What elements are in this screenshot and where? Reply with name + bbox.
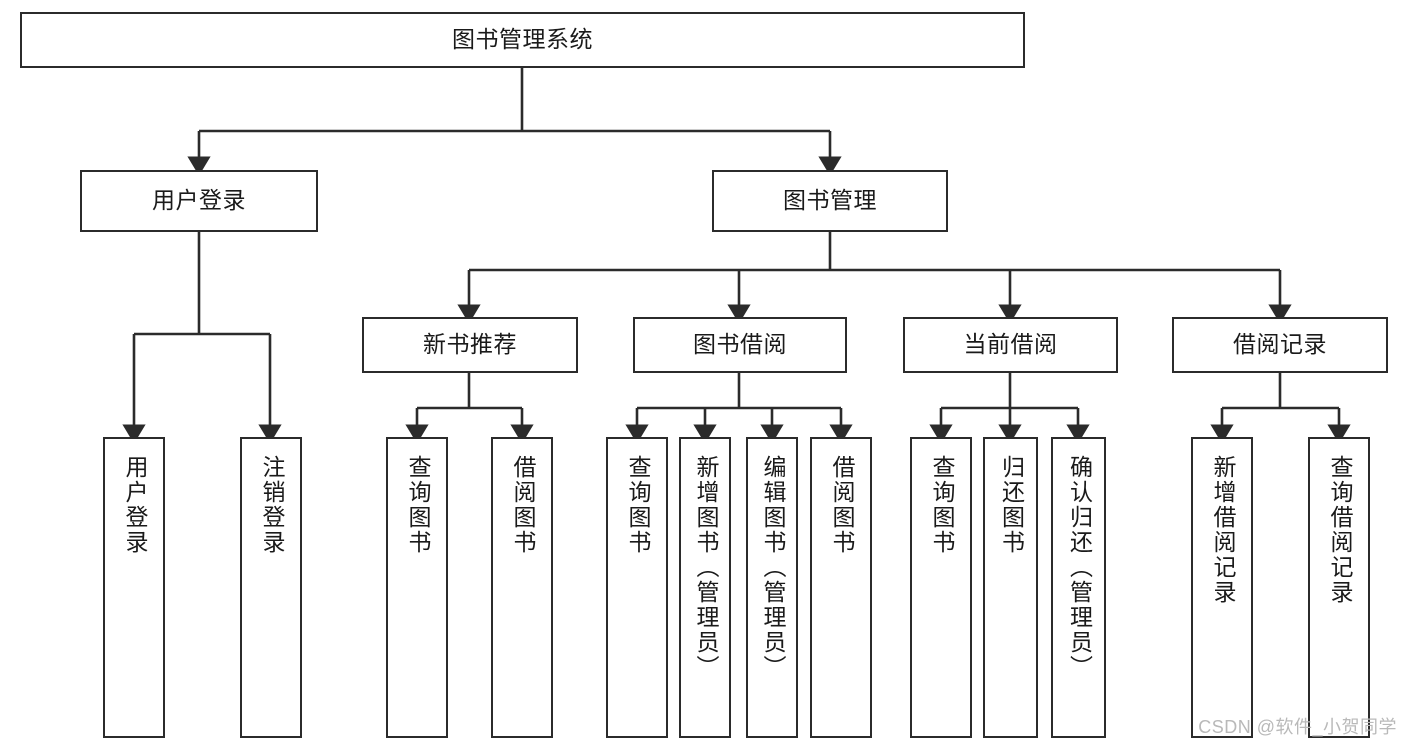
node-user-login[interactable]: 用户登录 [80, 170, 318, 232]
leaf-borrow-book-recommend-label: 借阅图书 [509, 455, 536, 555]
node-user-login-label: 用户登录 [152, 187, 246, 214]
leaf-query-book-recommend[interactable]: 查询图书 [386, 437, 448, 738]
leaf-user-login[interactable]: 用户登录 [103, 437, 165, 738]
leaf-confirm-return-admin[interactable]: 确认归还（管理员） [1051, 437, 1106, 738]
node-root-label: 图书管理系统 [452, 26, 593, 53]
node-book-management-label: 图书管理 [783, 187, 877, 214]
leaf-user-logout[interactable]: 注销登录 [240, 437, 302, 738]
leaf-add-borrow-record[interactable]: 新增借阅记录 [1191, 437, 1253, 738]
leaf-query-book-recommend-label: 查询图书 [404, 455, 431, 555]
leaf-user-login-label: 用户登录 [121, 455, 148, 555]
leaf-add-book-admin[interactable]: 新增图书（管理员） [679, 437, 731, 738]
leaf-borrow-book-recommend[interactable]: 借阅图书 [491, 437, 553, 738]
node-current-borrow-label: 当前借阅 [963, 331, 1058, 358]
node-new-book-recommend[interactable]: 新书推荐 [362, 317, 578, 373]
leaf-query-book-current[interactable]: 查询图书 [910, 437, 972, 738]
leaf-query-book-current-label: 查询图书 [928, 455, 955, 555]
node-borrow-record[interactable]: 借阅记录 [1172, 317, 1388, 373]
node-book-borrow[interactable]: 图书借阅 [633, 317, 847, 373]
watermark: CSDN @软件_小贺同学 [1198, 717, 1397, 737]
leaf-query-borrow-record[interactable]: 查询借阅记录 [1308, 437, 1370, 738]
leaf-query-book[interactable]: 查询图书 [606, 437, 668, 738]
leaf-query-borrow-record-label: 查询借阅记录 [1326, 455, 1353, 605]
leaf-query-book-label: 查询图书 [624, 455, 651, 555]
leaf-borrow-book-label: 借阅图书 [828, 455, 855, 555]
node-book-management[interactable]: 图书管理 [712, 170, 948, 232]
leaf-return-book[interactable]: 归还图书 [983, 437, 1038, 738]
node-borrow-record-label: 借阅记录 [1233, 331, 1327, 358]
node-root[interactable]: 图书管理系统 [20, 12, 1025, 68]
leaf-add-book-admin-label: 新增图书（管理员） [692, 455, 719, 680]
leaf-edit-book-admin[interactable]: 编辑图书（管理员） [746, 437, 798, 738]
leaf-return-book-label: 归还图书 [998, 455, 1025, 555]
node-new-book-recommend-label: 新书推荐 [423, 331, 517, 358]
leaf-edit-book-admin-label: 编辑图书（管理员） [759, 455, 786, 680]
node-current-borrow[interactable]: 当前借阅 [903, 317, 1118, 373]
node-book-borrow-label: 图书借阅 [693, 331, 787, 358]
leaf-borrow-book[interactable]: 借阅图书 [810, 437, 872, 738]
leaf-add-borrow-record-label: 新增借阅记录 [1209, 455, 1236, 605]
leaf-user-logout-label: 注销登录 [258, 455, 285, 555]
leaf-confirm-return-admin-label: 确认归还（管理员） [1066, 455, 1093, 680]
